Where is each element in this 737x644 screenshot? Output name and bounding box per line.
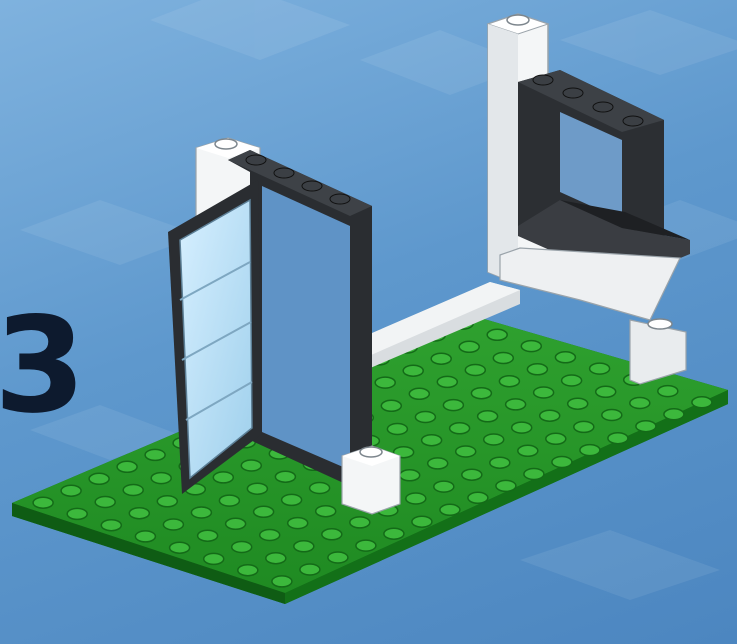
baseplate-stud: [328, 552, 348, 563]
baseplate-stud: [219, 495, 239, 506]
baseplate-stud: [403, 365, 423, 376]
baseplate-stud: [568, 398, 588, 409]
baseplate-stud: [484, 434, 504, 445]
baseplate-stud: [506, 399, 526, 410]
baseplate-stud: [574, 421, 594, 432]
baseplate-stud: [468, 492, 488, 503]
baseplate-stud: [288, 518, 308, 529]
baseplate-stud: [562, 375, 582, 386]
baseplate-stud: [232, 542, 252, 553]
baseplate-stud: [135, 531, 155, 542]
baseplate-stud: [496, 480, 516, 491]
baseplate-stud: [101, 520, 121, 531]
baseplate-stud: [400, 470, 420, 481]
baseplate-stud: [310, 483, 330, 494]
baseplate-stud: [33, 497, 53, 508]
baseplate-stud: [294, 541, 314, 552]
baseplate-stud: [596, 386, 616, 397]
baseplate-stud: [664, 409, 684, 420]
baseplate-stud: [534, 387, 554, 398]
baseplate-stud: [350, 517, 370, 528]
baseplate-stud: [431, 353, 451, 364]
baseplate-stud: [260, 530, 280, 541]
baseplate-stud: [247, 483, 267, 494]
baseplate-stud: [487, 329, 507, 340]
baseplate-stud: [275, 471, 295, 482]
baseplate-stud: [580, 445, 600, 456]
baseplate-stud: [440, 504, 460, 515]
baseplate-stud: [540, 410, 560, 421]
baseplate-stud: [254, 506, 274, 517]
baseplate-stud: [198, 530, 218, 541]
baseplate-stud: [213, 472, 233, 483]
baseplate-stud: [191, 507, 211, 518]
baseplate-stud: [692, 397, 712, 408]
baseplate-stud: [266, 553, 286, 564]
baseplate-stud: [375, 377, 395, 388]
baseplate-stud: [384, 528, 404, 539]
baseplate-stud: [636, 421, 656, 432]
baseplate-stud: [462, 469, 482, 480]
baseplate-stud: [406, 493, 426, 504]
baseplate-stud: [465, 365, 485, 376]
baseplate-stud: [499, 376, 519, 387]
baseplate-stud: [490, 457, 510, 468]
baseplate-stud: [238, 565, 258, 576]
baseplate-stud: [157, 496, 177, 507]
baseplate-stud: [316, 506, 336, 517]
baseplate-stud: [170, 542, 190, 553]
baseplate-stud: [434, 481, 454, 492]
baseplate-stud: [590, 363, 610, 374]
baseplate-stud: [518, 445, 538, 456]
baseplate-stud: [415, 412, 435, 423]
baseplate-stud: [527, 364, 547, 375]
baseplate-stud: [151, 473, 171, 484]
baseplate-stud: [129, 508, 149, 519]
baseplate-stud: [521, 341, 541, 352]
baseplate-stud: [555, 352, 575, 363]
baseplate-stud: [226, 518, 246, 529]
baseplate-stud: [322, 529, 342, 540]
baseplate-stud: [443, 400, 463, 411]
baseplate-stud: [552, 457, 572, 468]
baseplate-stud: [422, 435, 442, 446]
baseplate-stud: [602, 410, 622, 421]
baseplate-stud: [546, 433, 566, 444]
baseplate-stud: [493, 353, 513, 364]
baseplate-stud: [241, 460, 261, 471]
baseplate-stud: [478, 411, 498, 422]
baseplate-stud: [412, 516, 432, 527]
baseplate-stud: [117, 461, 137, 472]
baseplate-stud: [123, 485, 143, 496]
baseplate-stud: [387, 424, 407, 435]
baseplate-stud: [204, 553, 224, 564]
baseplate-stud: [459, 341, 479, 352]
baseplate-stud: [658, 386, 678, 397]
baseplate-stud: [512, 422, 532, 433]
baseplate-stud: [163, 519, 183, 530]
baseplate-stud: [300, 564, 320, 575]
baseplate-stud: [381, 400, 401, 411]
baseplate-stud: [272, 576, 292, 587]
baseplate-stud: [356, 540, 376, 551]
baseplate-stud: [67, 508, 87, 519]
baseplate-stud: [471, 388, 491, 399]
baseplate-stud: [524, 469, 544, 480]
baseplate-stud: [608, 433, 628, 444]
baseplate-stud: [450, 423, 470, 434]
baseplate-stud: [428, 458, 448, 469]
baseplate-stud: [456, 446, 476, 457]
baseplate-stud: [145, 449, 165, 460]
baseplate-stud: [409, 388, 429, 399]
baseplate-stud: [95, 497, 115, 508]
baseplate-stud: [282, 494, 302, 505]
baseplate-stud: [61, 485, 81, 496]
baseplate-stud: [630, 398, 650, 409]
white-brick-front: [342, 446, 400, 514]
baseplate-stud: [437, 376, 457, 387]
baseplate-stud: [89, 473, 109, 484]
